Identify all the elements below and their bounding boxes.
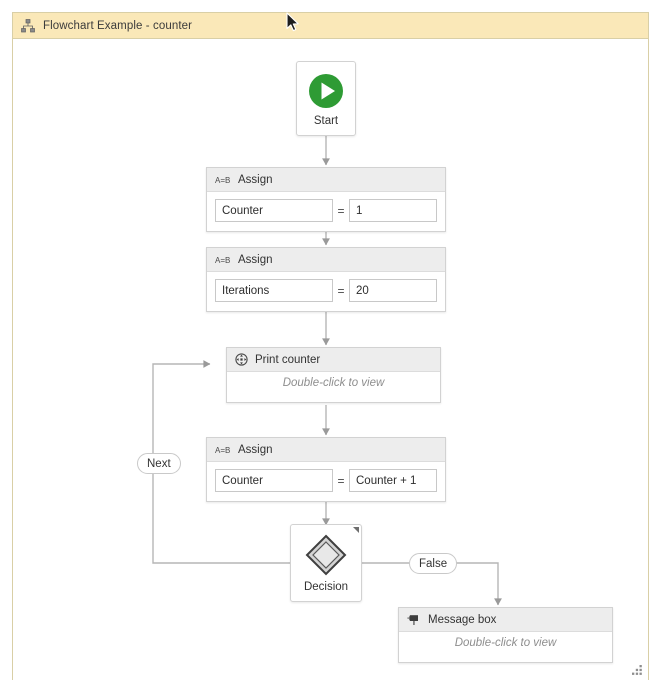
a-equals-b-icon: A=B xyxy=(215,445,231,455)
assign-operator: = xyxy=(337,203,345,218)
node-assign-iterations[interactable]: A=B Assign Iterations = 20 xyxy=(206,247,446,312)
node-body-hint: Double-click to view xyxy=(454,637,557,649)
node-header: Message box xyxy=(399,608,612,632)
node-decision[interactable]: Decision xyxy=(290,524,362,602)
sequence-move-icon xyxy=(235,353,248,366)
svg-text:A=B: A=B xyxy=(215,256,230,265)
corner-triangle-icon xyxy=(353,527,359,533)
a-equals-b-icon: A=B xyxy=(215,255,231,265)
flowchart-canvas[interactable]: Start A=B Assign Counter = 1 xyxy=(13,39,648,680)
node-title: Assign xyxy=(238,443,273,456)
diamond-icon xyxy=(305,534,347,576)
assign-left-field[interactable]: Counter xyxy=(215,199,333,222)
node-assign-counter-1[interactable]: A=B Assign Counter = 1 xyxy=(206,167,446,232)
play-circle-icon xyxy=(309,73,343,108)
node-header: A=B Assign xyxy=(207,438,445,462)
window-titlebar[interactable]: Flowchart Example - counter xyxy=(13,13,648,39)
node-start-label: Start xyxy=(313,114,339,127)
flowchart-window: Flowchart Example - counter xyxy=(12,12,649,680)
node-title: Print counter xyxy=(255,353,321,366)
a-equals-b-icon: A=B xyxy=(215,175,231,185)
node-header: A=B Assign xyxy=(207,248,445,272)
node-body: Counter = Counter + 1 xyxy=(207,462,445,499)
wire-false-to-messagebox xyxy=(362,562,502,606)
node-body: Iterations = 20 xyxy=(207,272,445,309)
node-body-hint: Double-click to view xyxy=(282,377,385,389)
assign-right-field[interactable]: Counter + 1 xyxy=(349,469,437,492)
edge-label-false[interactable]: False xyxy=(409,553,458,574)
assign-left-field[interactable]: Counter xyxy=(215,469,333,492)
mouse-cursor xyxy=(286,12,299,32)
node-print-counter[interactable]: Print counter Double-click to view xyxy=(226,347,441,403)
message-box-icon xyxy=(407,613,421,626)
node-header: A=B Assign xyxy=(207,168,445,192)
resize-grip-icon[interactable] xyxy=(631,664,643,676)
node-title: Message box xyxy=(428,613,497,626)
node-body: Counter = 1 xyxy=(207,192,445,229)
node-title: Assign xyxy=(238,253,273,266)
svg-text:A=B: A=B xyxy=(215,446,230,455)
window-title: Flowchart Example - counter xyxy=(43,19,193,32)
hierarchy-icon xyxy=(21,18,35,32)
node-start[interactable]: Start xyxy=(296,61,356,136)
node-message-box[interactable]: Message box Double-click to view xyxy=(398,607,613,663)
assign-left-field[interactable]: Iterations xyxy=(215,279,333,302)
assign-operator: = xyxy=(337,473,345,488)
edge-label-next[interactable]: Next xyxy=(137,453,181,474)
assign-operator: = xyxy=(337,283,345,298)
assign-right-field[interactable]: 1 xyxy=(349,199,437,222)
node-header: Print counter xyxy=(227,348,440,372)
assign-right-field[interactable]: 20 xyxy=(349,279,437,302)
node-decision-label: Decision xyxy=(303,581,349,593)
node-title: Assign xyxy=(238,173,273,186)
node-assign-counter-increment[interactable]: A=B Assign Counter = Counter + 1 xyxy=(206,437,446,502)
svg-text:A=B: A=B xyxy=(215,176,230,185)
